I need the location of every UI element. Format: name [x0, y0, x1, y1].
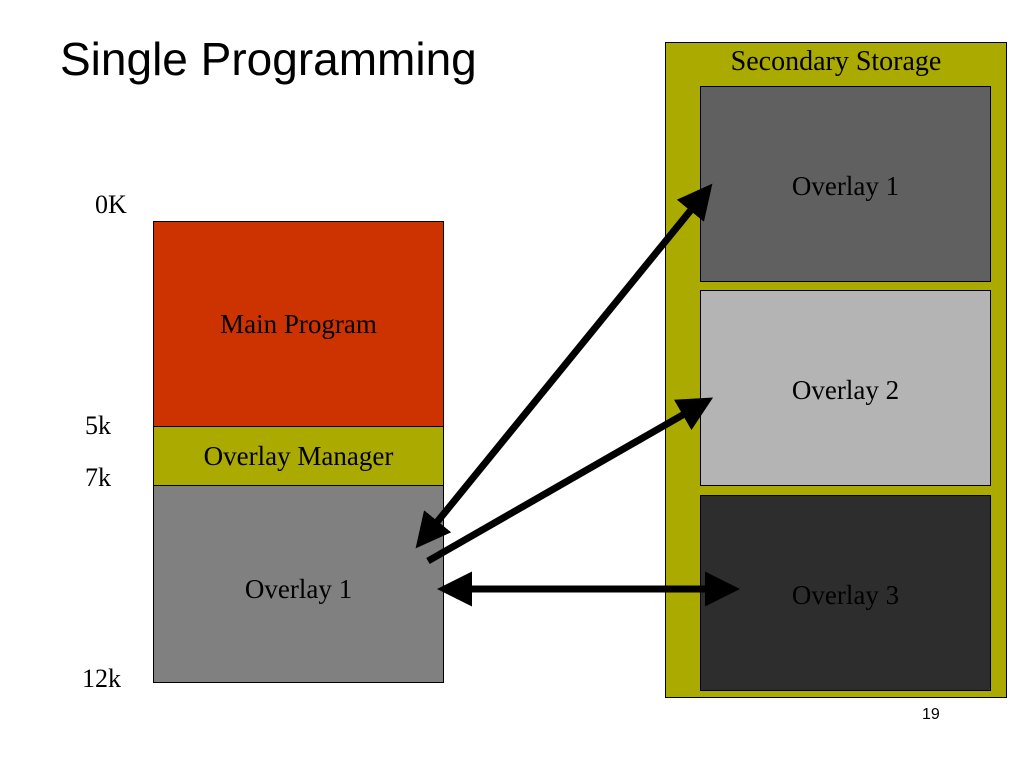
main-program-label: Main Program	[220, 308, 377, 339]
slide-title: Single Programming	[60, 33, 477, 85]
storage-overlay-3: Overlay 3	[700, 495, 991, 691]
memory-overlay-block: Overlay 1	[153, 485, 444, 683]
storage-overlay-2-label: Overlay 2	[791, 375, 900, 405]
page-number: 19	[922, 706, 940, 723]
address-label-7k: 7k	[85, 463, 111, 492]
storage-overlay-1-label: Overlay 1	[791, 171, 900, 201]
storage-overlay-3-label: Overlay 3	[791, 580, 900, 610]
arrow-to-storage-overlay-2	[426, 397, 714, 565]
arrow-to-storage-overlay-1	[415, 183, 713, 549]
main-program-block: Main Program	[153, 221, 444, 427]
storage-overlay-2: Overlay 2	[700, 290, 991, 486]
address-label-0k: 0K	[95, 190, 127, 219]
address-label-5k: 5k	[85, 411, 111, 440]
storage-overlay-1: Overlay 1	[700, 86, 991, 282]
address-label-12k: 12k	[82, 664, 121, 693]
overlay-manager-label: Overlay Manager	[203, 440, 394, 471]
secondary-storage-title: Secondary Storage	[730, 46, 942, 77]
memory-overlay-label: Overlay 1	[244, 574, 353, 604]
